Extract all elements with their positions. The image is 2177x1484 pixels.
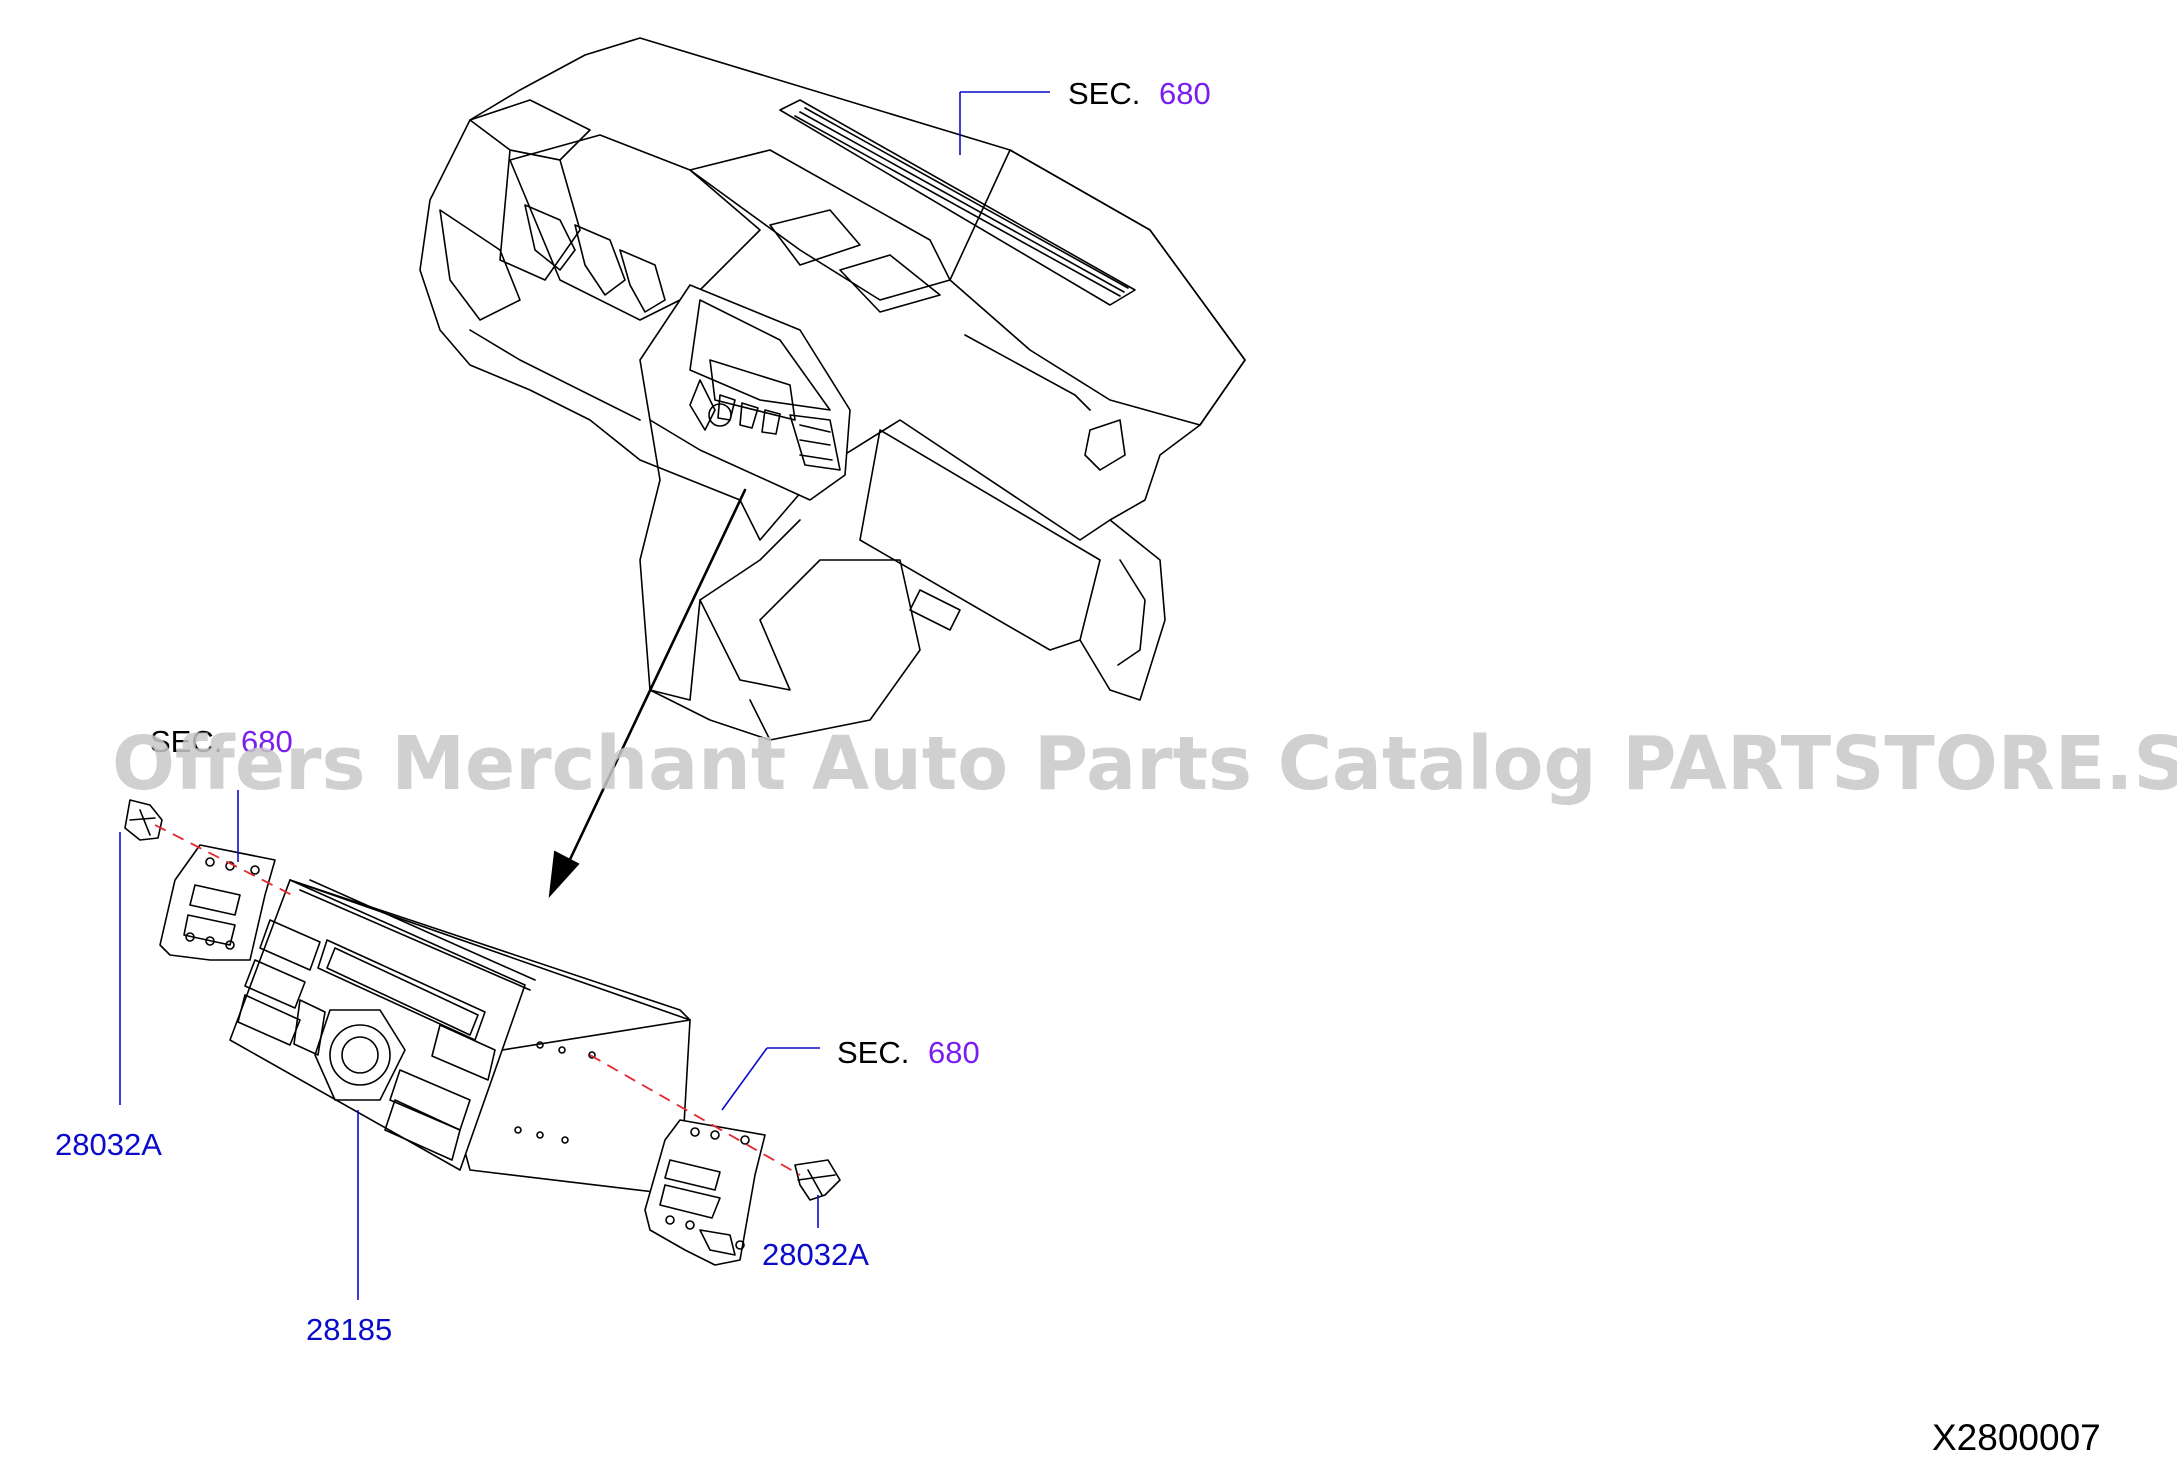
diagram-code: X2800007 (1932, 1417, 2101, 1458)
leader-lines (119, 91, 1050, 1300)
centerlines (154, 824, 801, 1176)
assembly-arrow (548, 488, 747, 898)
left-bracket-drawing (159, 844, 276, 961)
sec-label-top: SEC. 680 (1068, 76, 1211, 111)
sec-label-right-prefix: SEC. (837, 1035, 909, 1070)
sec-link-top[interactable]: 680 (1159, 76, 1211, 111)
right-screw-drawing (794, 1159, 841, 1201)
part-number-radio[interactable]: 28185 (306, 1312, 392, 1347)
watermark-text: Offers Merchant Auto Parts Catalog PARTS… (112, 721, 2177, 807)
sec-label-right: SEC. 680 (837, 1035, 980, 1070)
sec-label-left: SEC. 680 (150, 724, 293, 759)
sec-link-left[interactable]: 680 (241, 724, 293, 759)
part-number-screw-right[interactable]: 28032A (762, 1237, 869, 1272)
radio-unit-drawing (229, 879, 691, 1196)
part-number-screw-left[interactable]: 28032A (55, 1127, 162, 1162)
right-bracket-drawing (644, 1119, 766, 1266)
sec-label-top-prefix: SEC. (1068, 76, 1140, 111)
left-screw-drawing (124, 799, 163, 841)
instrument-panel-drawing (419, 37, 1246, 741)
mounting-holes (514, 1041, 596, 1144)
sec-link-right[interactable]: 680 (928, 1035, 980, 1070)
vent-slats (794, 107, 1129, 297)
sec-label-left-prefix: SEC. (150, 724, 222, 759)
